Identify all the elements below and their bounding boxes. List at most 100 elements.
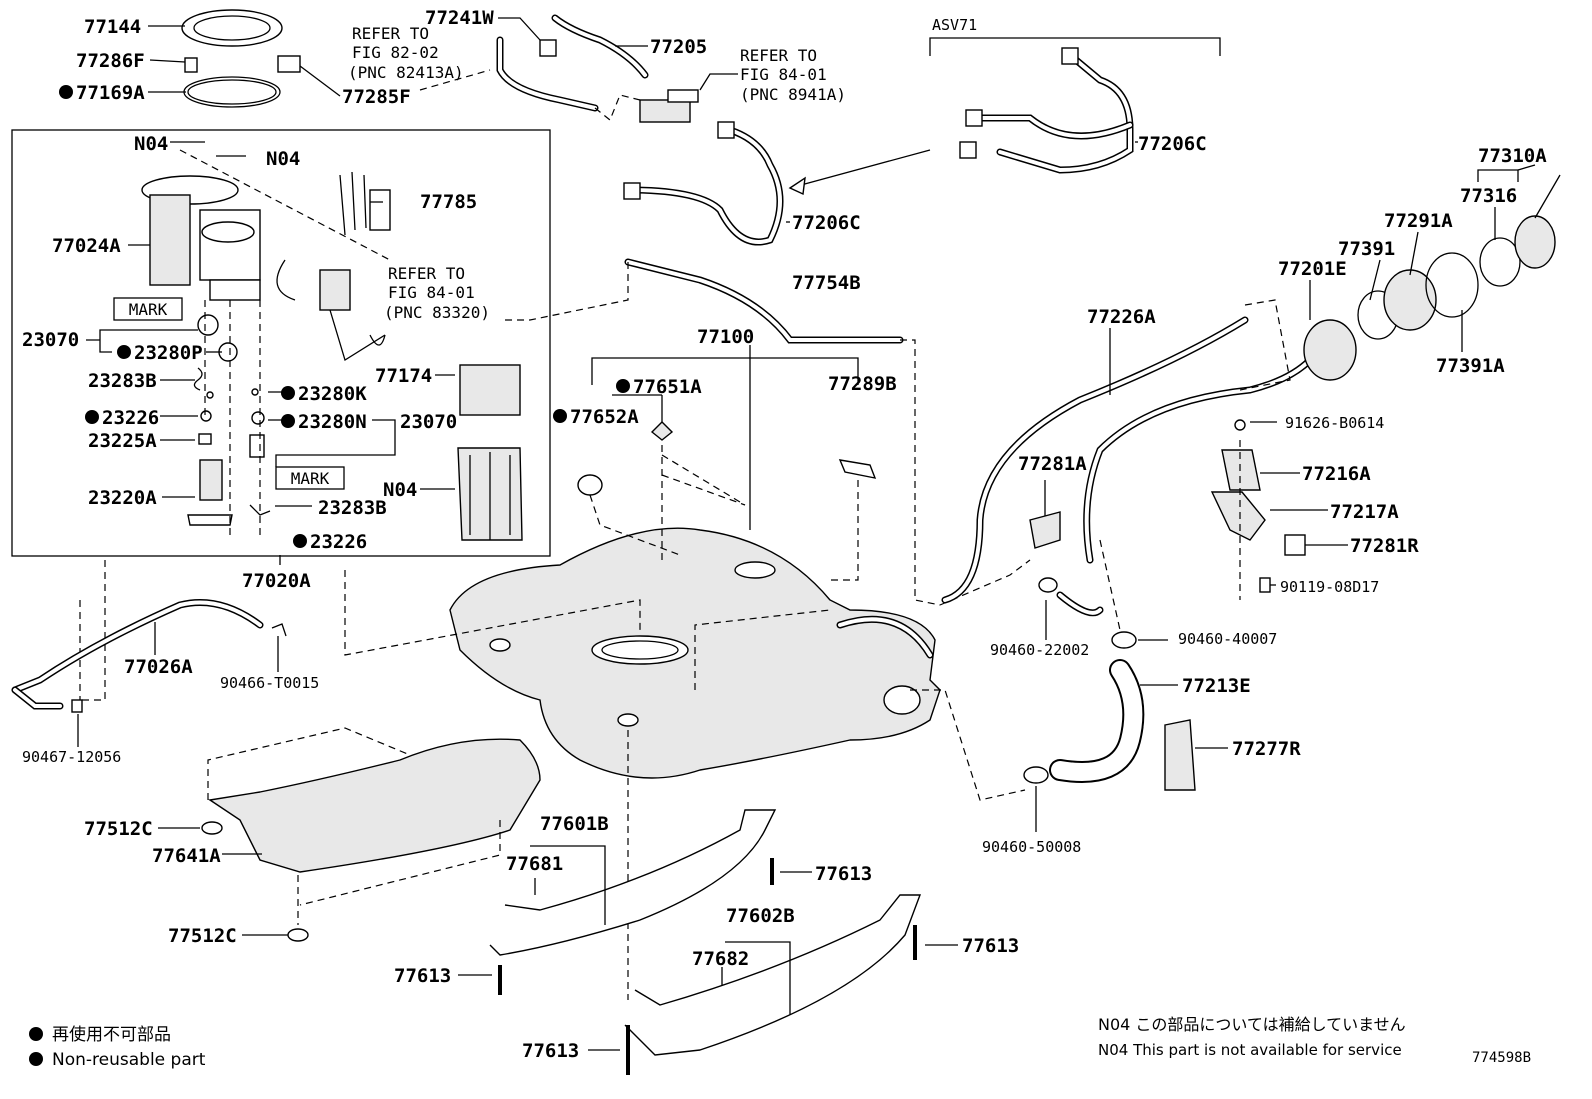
leader-lines-straps (458, 845, 958, 1051)
fuel-sender-gauge-drawing (276, 171, 391, 362)
label-77291A: 77291A (1384, 210, 1453, 232)
label-77024A: 77024A (52, 235, 121, 257)
non-reusable-dot-icon (117, 345, 131, 359)
label-77213E: 77213E (1182, 675, 1251, 697)
label-77391A: 77391A (1436, 355, 1505, 377)
label-77681: 77681 (506, 853, 563, 875)
label-90466-T0015: 90466-T0015 (220, 674, 319, 692)
label-23280N: 23280N (298, 411, 367, 433)
label-77285F: 77285F (342, 86, 411, 108)
label-90460-50008: 90460-50008 (982, 838, 1081, 856)
non-reusable-dot-icon (59, 85, 73, 99)
label-77602B: 77602B (726, 905, 795, 927)
ref3-line3: (PNC 83320) (384, 303, 490, 322)
label-23283B-lower: 23283B (318, 497, 387, 519)
legend: 再使用不可部品 Non-reusable part N04 この部品については補… (29, 1015, 1531, 1070)
legend-n04-en: N04 This part is not available for servi… (1098, 1041, 1402, 1059)
label-77682: 77682 (692, 948, 749, 970)
label-77169A: 77169A (76, 82, 145, 104)
small-tank-parts (577, 421, 877, 496)
label-77217A: 77217A (1330, 501, 1399, 523)
ref2-line3: (PNC 8941A) (740, 85, 846, 104)
label-77641A: 77641A (152, 845, 221, 867)
protector-77641A-drawing (201, 738, 541, 942)
ref2-line2: FIG 84-01 (740, 65, 827, 84)
mark-label-1: MARK (129, 300, 168, 319)
mark-label-2: MARK (291, 469, 330, 488)
label-90460-22002: 90460-22002 (990, 641, 1089, 659)
non-reusable-dot-icon (85, 410, 99, 424)
label-77226A: 77226A (1087, 306, 1156, 328)
label-77289B: 77289B (828, 373, 897, 395)
leader-lines-hose-left (77, 555, 281, 747)
label-77205: 77205 (650, 36, 707, 58)
retainer-ring-drawing (181, 9, 301, 108)
label-N04-top: N04 (134, 133, 168, 155)
label-77391: 77391 (1338, 238, 1395, 260)
label-N04-box: N04 (383, 479, 417, 501)
asv71-label: ASV71 (932, 16, 977, 34)
arrow-head-icon (788, 176, 806, 196)
strap-77602B-drawing (624, 894, 922, 1075)
label-77613-c: 77613 (962, 935, 1019, 957)
label-23283B-upper: 23283B (88, 370, 157, 392)
mark-box-1 (113, 297, 183, 321)
label-23226-upper: 23226 (102, 407, 159, 429)
ref1-line3: (PNC 82413A) (348, 63, 464, 82)
label-77512C-lower: 77512C (168, 925, 237, 947)
label-N04-cap: N04 (266, 148, 300, 170)
asv71-bracket (929, 37, 1221, 56)
label-77601B: 77601B (540, 813, 609, 835)
label-77613-a: 77613 (815, 863, 872, 885)
mark-box-2 (275, 466, 345, 490)
label-77026A: 77026A (124, 656, 193, 678)
label-77281R: 77281R (1350, 535, 1419, 557)
legend-dot-icon (29, 1052, 43, 1066)
bracket-parts-drawing (1029, 419, 1306, 593)
label-77201E: 77201E (1278, 258, 1347, 280)
filler-pipe-drawing (941, 174, 1561, 604)
label-77241W: 77241W (425, 7, 494, 29)
label-77286F: 77286F (76, 50, 145, 72)
leader-lines-top-left (148, 25, 341, 97)
label-77512C-upper: 77512C (84, 818, 153, 840)
label-77785: 77785 (420, 191, 477, 213)
label-77206C-upper: 77206C (1138, 133, 1207, 155)
label-77613-b: 77613 (394, 965, 451, 987)
leader-lines-hose (1035, 600, 1228, 832)
fuel-pump-assembly-box (11, 129, 551, 557)
leader-lines-pump (86, 141, 455, 507)
label-77281A: 77281A (1018, 453, 1087, 475)
legend-dot-icon (29, 1027, 43, 1041)
label-23070-left: 23070 (22, 329, 79, 351)
ref1-line1: REFER TO (352, 24, 429, 43)
label-23070-right: 23070 (400, 411, 457, 433)
arrow-asv71 (789, 149, 931, 189)
non-reusable-dot-icon (281, 414, 295, 428)
jet-pump-drawing (457, 364, 523, 541)
dashed-guides-pump (179, 149, 391, 540)
label-77754B: 77754B (792, 272, 861, 294)
ref3-line2: FIG 84-01 (388, 283, 475, 302)
hose-77026A-drawing (11, 599, 287, 713)
vent-hose-drawing (496, 14, 699, 123)
legend-non-reusable-jp: 再使用不可部品 (52, 1024, 171, 1045)
label-23220A: 23220A (88, 487, 157, 509)
leader-lines-top-mid (498, 17, 738, 91)
label-77277R: 77277R (1232, 738, 1301, 760)
fuel-hose-77206C-upper (959, 47, 1134, 174)
dashed-guides-protector (207, 727, 501, 925)
leader-lines-tank (591, 345, 859, 530)
dashed-guides-tank (79, 445, 1031, 1000)
label-23280P: 23280P (134, 342, 203, 364)
label-77100: 77100 (697, 326, 754, 348)
part-labels: 77144 77286F 77169A 77285F 77241W 77205 … (22, 7, 1547, 1062)
leader-lines-filler (1044, 164, 1536, 586)
ref2-line1: REFER TO (740, 46, 817, 65)
ref3-line1: REFER TO (388, 264, 465, 283)
label-77144: 77144 (84, 16, 141, 38)
reference-note-82-02: REFER TO FIG 82-02 (PNC 82413A) (348, 24, 464, 82)
label-77020A: 77020A (242, 570, 311, 592)
strap-77601B-drawing (489, 809, 777, 995)
